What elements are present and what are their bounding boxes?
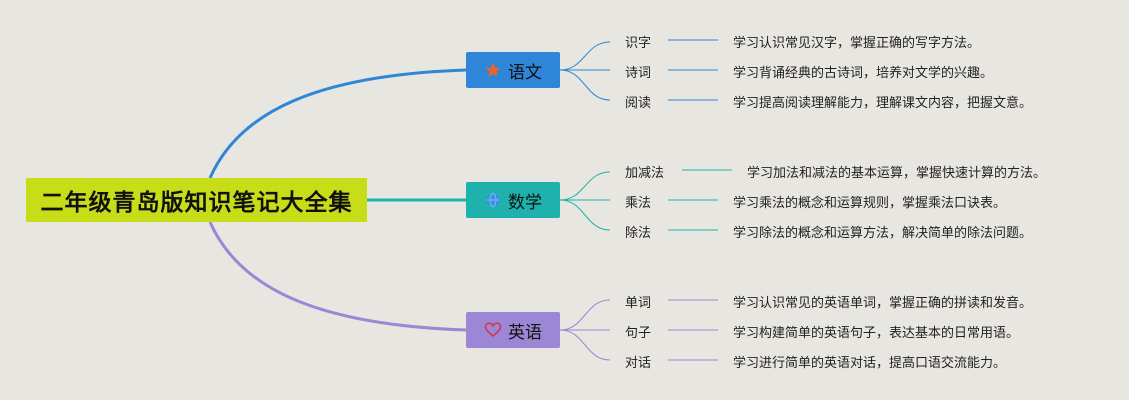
leaf-yuwen-3[interactable]: 阅读	[625, 96, 652, 111]
branch-label: 数学	[508, 192, 542, 213]
desc-yingyu-2: 学习构建简单的英语句子，表达基本的日常用语。	[733, 326, 1020, 341]
connector-root-yingyu	[208, 221, 467, 332]
desc-shuxue-2: 学习乘法的概念和运算规则，掌握乘法口诀表。	[733, 196, 1007, 211]
connector-shuxue-leaf-3	[559, 199, 611, 231]
connector-yingyu-leaf-1	[559, 299, 611, 331]
globe-icon	[484, 191, 502, 209]
leaf-yuwen-2[interactable]: 诗词	[625, 66, 652, 81]
root-topic[interactable]: 二年级青岛版知识笔记大全集	[26, 178, 367, 222]
leaf-shuxue-2[interactable]: 乘法	[625, 196, 652, 211]
connector-yuwen-leaf-3	[559, 69, 611, 101]
desc-shuxue-3: 学习除法的概念和运算方法，解决简单的除法问题。	[733, 226, 1033, 241]
connector-yingyu-leaf-3	[559, 329, 611, 361]
leaf-yuwen-1[interactable]: 识字	[625, 36, 652, 51]
desc-shuxue-1: 学习加法和减法的基本运算，掌握快速计算的方法。	[747, 166, 1047, 181]
connector-yuwen-leaf-1	[559, 41, 611, 71]
branch-yuwen[interactable]: 语文	[466, 52, 560, 88]
leaf-yingyu-3[interactable]: 对话	[625, 356, 652, 371]
leaf-yingyu-1[interactable]: 单词	[625, 296, 652, 311]
desc-yuwen-3: 学习提高阅读理解能力，理解课文内容，把握文意。	[733, 96, 1033, 111]
branch-shuxue[interactable]: 数学	[466, 182, 560, 218]
leaf-shuxue-3[interactable]: 除法	[625, 226, 652, 241]
desc-yuwen-2: 学习背诵经典的古诗词，培养对文学的兴趣。	[733, 66, 994, 81]
branch-label: 英语	[508, 322, 542, 343]
connector-root-yuwen	[208, 68, 467, 179]
root-title: 二年级青岛版知识笔记大全集	[40, 190, 353, 216]
desc-yuwen-1: 学习认识常见汉字，掌握正确的写字方法。	[733, 36, 981, 51]
connector-shuxue-leaf-1	[559, 171, 611, 201]
branch-label: 语文	[508, 62, 542, 83]
desc-yingyu-1: 学习认识常见的英语单词，掌握正确的拼读和发音。	[733, 296, 1033, 311]
heart-icon	[484, 321, 502, 339]
desc-yingyu-3: 学习进行简单的英语对话，提高口语交流能力。	[733, 356, 1007, 371]
branch-yingyu[interactable]: 英语	[466, 312, 560, 348]
leaf-shuxue-1[interactable]: 加减法	[625, 166, 665, 181]
star-icon	[484, 61, 502, 79]
leaf-yingyu-2[interactable]: 句子	[625, 326, 652, 341]
